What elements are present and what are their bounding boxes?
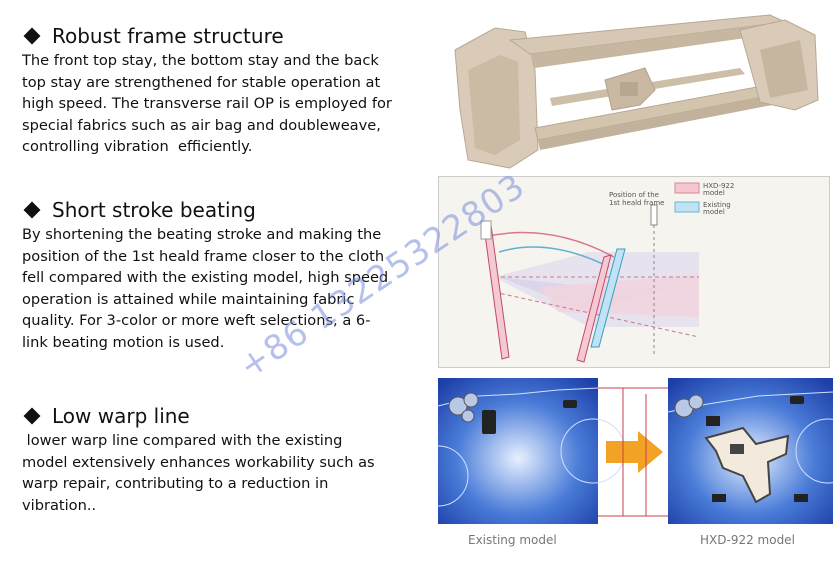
beating-stroke-diagram: Position of the 1st heald frame HXD-922 …	[438, 176, 830, 368]
diamond-bullet-icon	[23, 201, 41, 219]
section-heading: Robust frame structure	[22, 24, 402, 48]
legend-old-label-2: model	[703, 208, 725, 216]
section-heading: Low warp line	[22, 404, 402, 428]
legend-swatch-new	[674, 182, 700, 194]
section-robust-frame: Robust frame structure The front top sta…	[22, 24, 402, 158]
heading-text: Short stroke beating	[52, 198, 256, 222]
legend-old-label: Existing	[703, 201, 731, 209]
heald-position-label-2: 1st heald frame	[609, 199, 664, 207]
diamond-bullet-icon	[23, 407, 41, 425]
heald-position-label: Position of the	[609, 191, 659, 199]
legend-new-label-2: model	[703, 189, 725, 197]
frame-structure-image	[440, 10, 825, 170]
section-body: lower warp line compared with the existi…	[22, 432, 375, 514]
legend-new-label: HXD-922	[703, 182, 734, 190]
diamond-bullet-icon	[23, 27, 41, 45]
caption-existing-model: Existing model	[468, 533, 557, 547]
section-low-warp: Low warp line lower warp line compared w…	[22, 404, 402, 516]
caption-hxd-model: HXD-922 model	[700, 533, 795, 547]
heading-text: Low warp line	[52, 404, 190, 428]
section-heading: Short stroke beating	[22, 198, 402, 222]
heading-text: Robust frame structure	[52, 24, 284, 48]
warp-line-comparison	[407, 376, 839, 526]
section-short-stroke: Short stroke beating By shortening the b…	[22, 198, 402, 353]
section-body: By shortening the beating stroke and mak…	[22, 226, 389, 351]
section-body: The front top stay, the bottom stay and …	[22, 52, 392, 155]
legend-swatch-old	[674, 201, 700, 213]
